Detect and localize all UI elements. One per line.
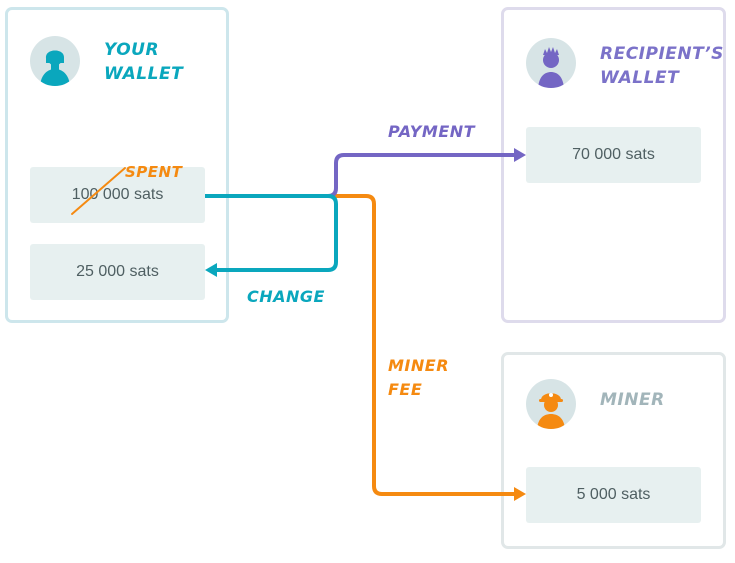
- spent-label: SPENT: [125, 163, 183, 181]
- miner-avatar-icon: [526, 379, 576, 429]
- change-amount-box: 25 000 sats: [30, 244, 205, 300]
- miner-fee-label: MINER FEE: [388, 356, 450, 399]
- miner-fee-arrowhead: [514, 487, 526, 501]
- recipient-amount: 70 000 sats: [572, 146, 655, 163]
- miner-amount: 5 000 sats: [576, 486, 651, 503]
- recipient-avatar-icon: [526, 38, 576, 88]
- recipient-amount-box: 70 000 sats: [526, 127, 701, 183]
- miner-amount-box: 5 000 sats: [526, 467, 701, 523]
- miner-fee-line: [205, 194, 516, 496]
- spent-strike-line: [71, 167, 126, 215]
- miner-title: MINER: [600, 390, 665, 410]
- change-arrowhead: [205, 263, 217, 277]
- recipient-wallet-title: RECIPIENT’S WALLET: [600, 44, 724, 88]
- change-label: CHANGE: [247, 287, 325, 306]
- change-amount: 25 000 sats: [76, 263, 159, 280]
- your-wallet-title: YOUR WALLET: [104, 40, 184, 84]
- user-avatar-icon: [30, 36, 80, 86]
- payment-arrowhead: [514, 148, 526, 162]
- payment-label: PAYMENT: [388, 122, 476, 141]
- spent-amount: 100 000 sats: [71, 186, 164, 203]
- payment-line: [205, 153, 516, 198]
- spent-amount-box: 100 000 sats: [30, 167, 205, 223]
- change-line: [205, 194, 338, 272]
